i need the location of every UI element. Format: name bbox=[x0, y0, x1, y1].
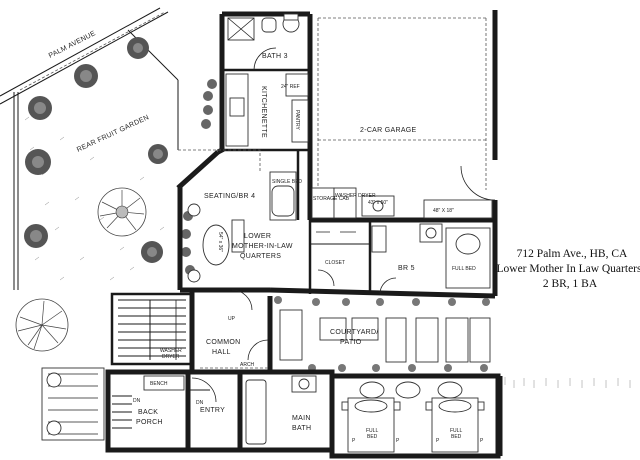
full-bed-label-left-1: FULL bbox=[366, 428, 378, 434]
closet-label: CLOSET bbox=[325, 260, 345, 266]
br5-bed-label: FULL BED bbox=[452, 266, 476, 272]
arch-label: ARCH bbox=[240, 362, 255, 368]
lower-label-line2: MOTHER-IN-LAW bbox=[232, 243, 293, 250]
rear-fruit-garden-label: REAR FRUIT GARDEN bbox=[76, 114, 150, 154]
common-hall-line1: COMMON bbox=[206, 339, 240, 346]
kitchenette-label: KITCHENETTE bbox=[260, 86, 267, 138]
full-bed-label-left-2: BED bbox=[367, 434, 378, 440]
garage-label: 2-CAR GARAGE bbox=[360, 127, 417, 134]
common-hall bbox=[189, 289, 273, 372]
palm-avenue-curb bbox=[0, 7, 169, 105]
seating-room bbox=[177, 149, 297, 283]
exterior-walls bbox=[176, 10, 498, 299]
sink-dim-label: 43" x 50" bbox=[368, 200, 388, 206]
dn-label-porch: DN bbox=[133, 398, 141, 404]
entry-label: ENTRY bbox=[200, 407, 225, 414]
lower-label-line1: LOWER bbox=[244, 233, 271, 240]
dryer-label-hall: DRYER bbox=[162, 354, 180, 360]
table-dim-label: 54" x 36" bbox=[217, 232, 223, 252]
back-porch-line1: BACK bbox=[138, 409, 158, 416]
garage-room bbox=[317, 17, 496, 219]
br5-area bbox=[308, 220, 491, 295]
garden-boundary bbox=[13, 29, 179, 290]
courtyard-pavers bbox=[279, 309, 491, 363]
bed-marker: P bbox=[396, 438, 400, 444]
bed-marker: P bbox=[352, 438, 356, 444]
single-bed-label: SINGLE BED bbox=[272, 179, 302, 185]
dn-label-entry: DN bbox=[196, 400, 204, 406]
main-bath-line1: MAIN bbox=[292, 415, 311, 422]
right-garden bbox=[504, 377, 631, 388]
bed-marker: P bbox=[480, 438, 484, 444]
washer-dryer-label: WASHER DRYER bbox=[335, 193, 376, 199]
garage-window-label: 48" X 18" bbox=[433, 208, 454, 214]
washer-label-hall: WASHER bbox=[160, 348, 182, 354]
caption-subtitle: Lower Mother In Law Quarters bbox=[497, 263, 640, 275]
back-porch-line2: PORCH bbox=[136, 419, 163, 426]
caption-summary: 2 BR, 1 BA bbox=[543, 278, 598, 290]
bench-label: BENCH bbox=[150, 381, 168, 387]
laundry-area bbox=[311, 187, 395, 219]
pantry-label: PANTRY bbox=[294, 110, 300, 130]
garden-grass bbox=[24, 116, 165, 281]
courtyard-hedge bbox=[274, 296, 490, 372]
courtyard-label-line2: PATIO bbox=[340, 339, 362, 346]
bath3-label: BATH 3 bbox=[262, 53, 288, 60]
br5-label: BR 5 bbox=[398, 265, 415, 272]
kitchenette-room bbox=[222, 73, 309, 152]
main-bath-line2: BATH bbox=[292, 425, 311, 432]
caption-address: 712 Palm Ave., HB, CA bbox=[517, 248, 628, 260]
common-hall-line2: HALL bbox=[212, 349, 231, 356]
up-label: UP bbox=[228, 316, 236, 322]
main-bath bbox=[237, 369, 335, 453]
courtyard-label-line1: COURTYARD/ bbox=[330, 329, 379, 336]
bath3-room bbox=[222, 13, 308, 72]
tree-icon bbox=[15, 298, 69, 352]
back-porch bbox=[41, 367, 191, 453]
full-bed-label-right-1: FULL bbox=[450, 428, 462, 434]
full-bed-label-right-2: BED bbox=[451, 434, 462, 440]
bed-marker: P bbox=[436, 438, 440, 444]
lower-bedroom bbox=[329, 373, 503, 459]
seating-label: SEATING/BR 4 bbox=[204, 193, 255, 200]
refrigerator-label: 24" REF bbox=[281, 84, 300, 90]
storage-cab-label: STORAGE CAB bbox=[313, 196, 350, 202]
shrub-icon bbox=[24, 37, 168, 263]
lower-label-line3: QUARTERS bbox=[240, 253, 281, 260]
tree-icon bbox=[97, 187, 147, 237]
